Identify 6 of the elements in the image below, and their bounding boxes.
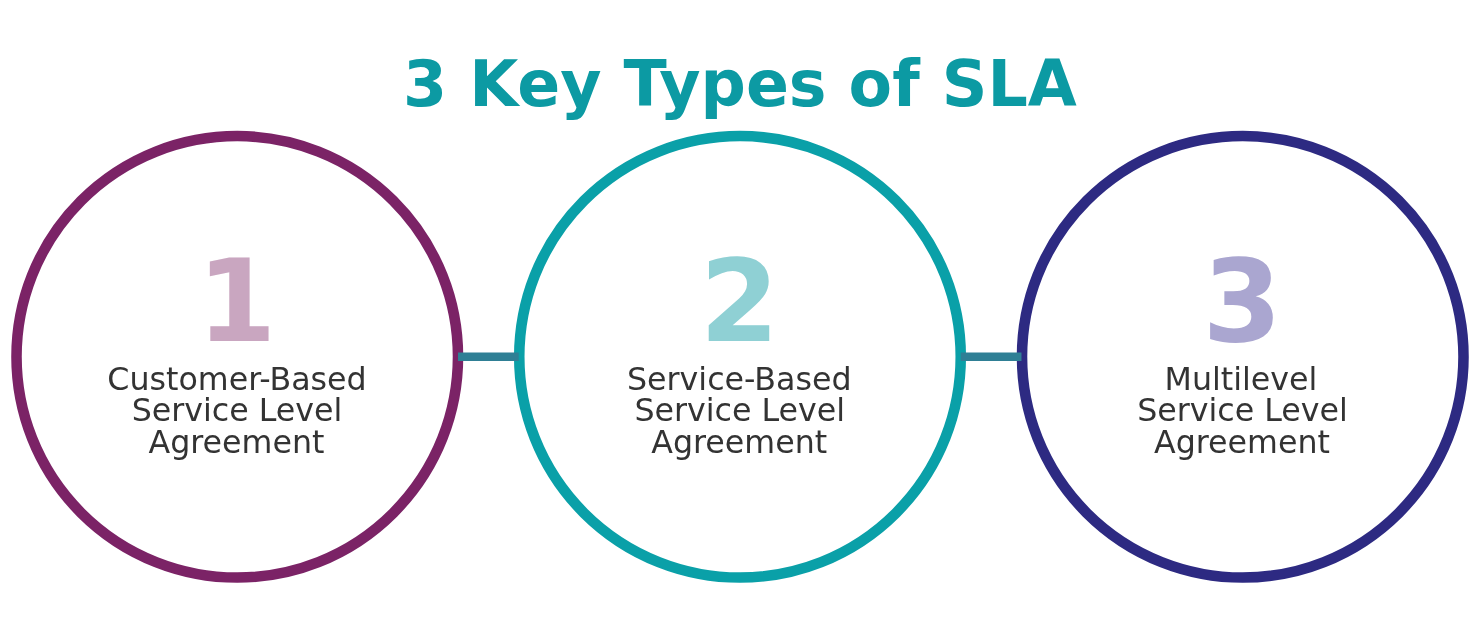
connector — [458, 352, 519, 361]
connector — [960, 352, 1022, 361]
node-circle: 3 Multilevel Service Level Agreement — [1016, 130, 1469, 583]
node-circle: 1 Customer-Based Service Level Agreement — [11, 130, 464, 583]
node-circle: 2 Service-Based Service Level Agreement — [513, 130, 967, 583]
diagram-title: 3 Key Types of SLA — [403, 46, 1077, 121]
